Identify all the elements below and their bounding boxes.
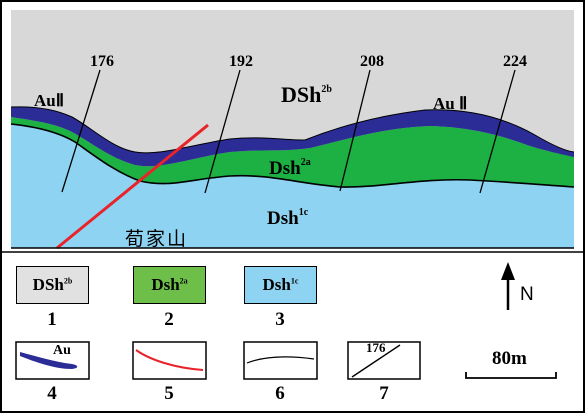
scale-bar-icon bbox=[465, 372, 557, 379]
unit-label-dsh2b: DSh2b bbox=[281, 82, 332, 107]
scale-label: 80m bbox=[492, 348, 527, 369]
exploration-line-224 bbox=[479, 69, 516, 194]
upper-boundary-line bbox=[10, 106, 575, 154]
ore-body-layer bbox=[11, 106, 574, 167]
legend-fault-icon bbox=[135, 349, 204, 371]
dsh1c-layer bbox=[11, 124, 574, 248]
legend-index-1: 1 bbox=[47, 309, 57, 330]
legend-box-1: DSh2b bbox=[16, 266, 89, 304]
line-label-224: 224 bbox=[503, 53, 527, 70]
legend-box-7 bbox=[347, 341, 421, 380]
legend-label-2: Dsh2a bbox=[151, 275, 188, 294]
legend-index-6: 6 bbox=[275, 383, 285, 404]
legend-label-1: DSh2b bbox=[32, 275, 73, 294]
legend-exploration-line-icon bbox=[351, 344, 401, 378]
north-arrow-icon bbox=[501, 262, 515, 280]
legend-box-3: Dsh1c bbox=[244, 266, 317, 304]
legend-line-text: 176 bbox=[366, 340, 386, 355]
line-label-176: 176 bbox=[90, 53, 114, 70]
legend-index-7: 7 bbox=[379, 383, 389, 404]
exploration-line-176 bbox=[61, 69, 101, 193]
legend-ore-body-icon bbox=[20, 352, 78, 369]
ore-label-right: Au Ⅱ bbox=[433, 94, 468, 113]
line-label-192: 192 bbox=[229, 53, 253, 70]
exploration-line-208 bbox=[339, 69, 371, 192]
legend-boundary-icon bbox=[246, 356, 315, 364]
north-label: N bbox=[520, 284, 534, 305]
legend-box-5 bbox=[132, 341, 207, 380]
legend-index-5: 5 bbox=[164, 383, 174, 404]
legend-ore-text: Au bbox=[53, 343, 71, 358]
legend-index-2: 2 bbox=[164, 309, 174, 330]
legend-index-3: 3 bbox=[275, 309, 285, 330]
place-name-label: 荀家山 bbox=[125, 228, 189, 250]
legend-index-4: 4 bbox=[47, 383, 57, 404]
legend-label-3: Dsh1c bbox=[262, 275, 299, 294]
line-label-208: 208 bbox=[360, 53, 384, 70]
legend-box-2: Dsh2a bbox=[133, 266, 206, 304]
unit-label-dsh1c: Dsh1c bbox=[267, 206, 309, 229]
ore-label-left: AuⅡ bbox=[34, 91, 65, 110]
fault-line bbox=[56, 123, 209, 250]
exploration-line-192 bbox=[204, 69, 241, 194]
unit-label-dsh2a: Dsh2a bbox=[269, 156, 311, 179]
